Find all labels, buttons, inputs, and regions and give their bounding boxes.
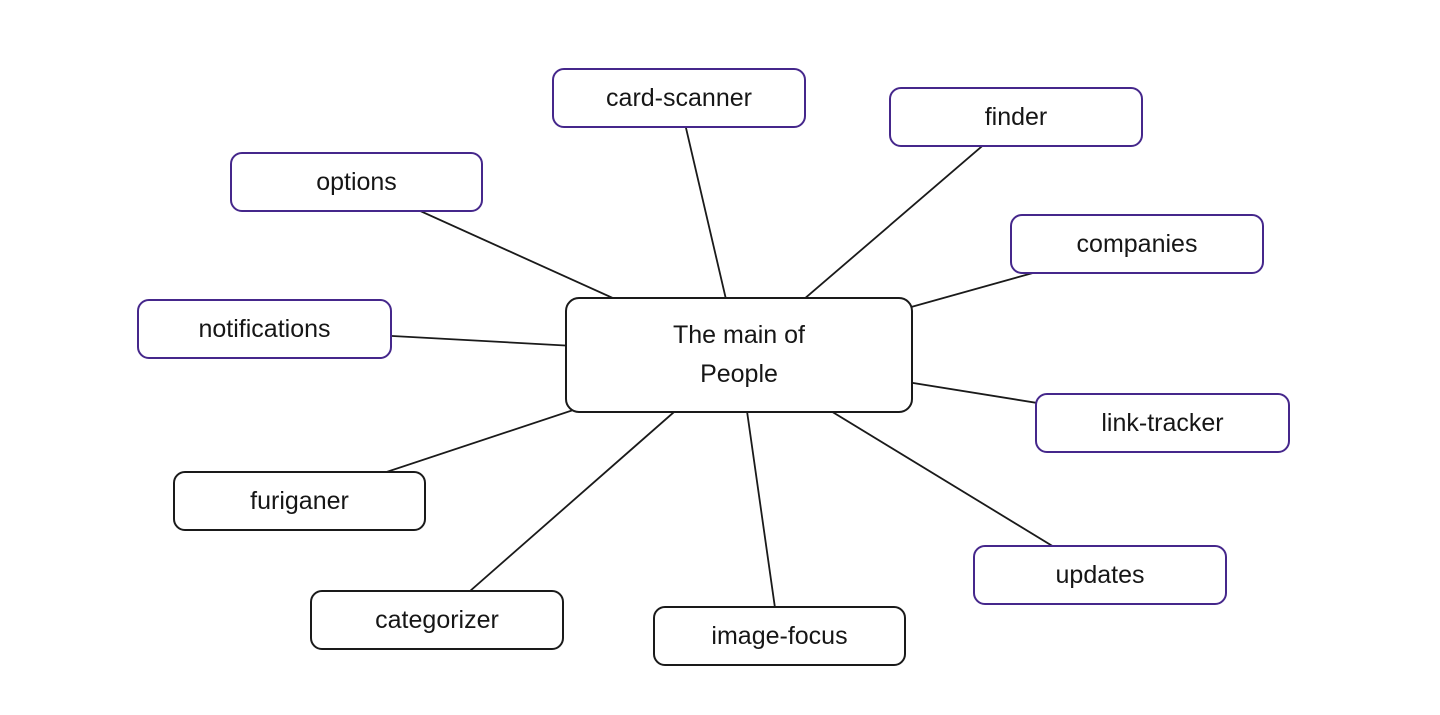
node-updates[interactable]: updates — [973, 545, 1227, 605]
central-node-label-line1: The main of — [672, 321, 805, 350]
node-options[interactable]: options — [230, 152, 483, 212]
central-node-label-line2: People — [700, 360, 778, 388]
node-label: furiganer — [250, 486, 349, 515]
node-label: updates — [1055, 560, 1145, 589]
node-label: notifications — [198, 314, 331, 343]
node-notifications[interactable]: notifications — [137, 299, 392, 359]
node-label: options — [316, 167, 397, 196]
node-companies[interactable]: companies — [1010, 214, 1264, 274]
node-central[interactable]: The main of People — [565, 297, 913, 413]
node-label: categorizer — [375, 605, 499, 634]
node-label: finder — [984, 102, 1048, 131]
node-label: link-tracker — [1101, 408, 1224, 437]
node-card-scanner[interactable]: card-scanner — [552, 68, 806, 128]
node-furiganer[interactable]: furiganer — [173, 471, 426, 531]
node-link-tracker[interactable]: link-tracker — [1035, 393, 1290, 453]
node-categorizer[interactable]: categorizer — [310, 590, 564, 650]
node-image-focus[interactable]: image-focus — [653, 606, 906, 666]
node-label: image-focus — [711, 621, 848, 650]
node-label: card-scanner — [606, 83, 752, 112]
node-label: companies — [1076, 229, 1198, 258]
node-finder[interactable]: finder — [889, 87, 1143, 147]
